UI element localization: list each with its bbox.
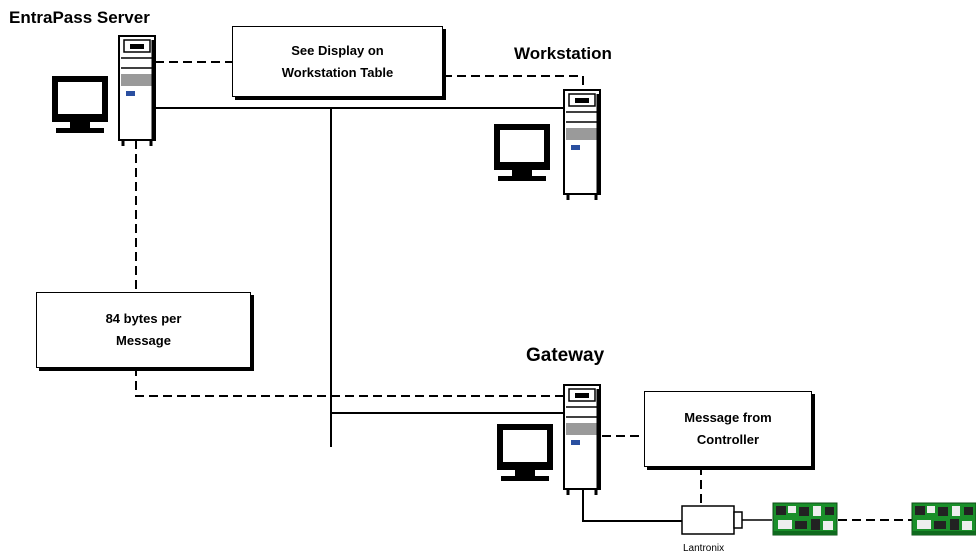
- workstation-monitor-icon: [494, 124, 550, 181]
- server-tower-icon: [117, 34, 157, 148]
- gateway-label: Gateway: [526, 345, 605, 366]
- message-size-box: 84 bytes per Message: [36, 292, 251, 368]
- network-links: [155, 107, 686, 522]
- lantronix-label: Lantronix: [683, 543, 725, 554]
- display-info-text: See Display on Workstation Table: [281, 42, 394, 80]
- controller-board-icon: [772, 502, 838, 536]
- lantronix-adapter-icon: [681, 505, 772, 535]
- display-info-box: See Display on Workstation Table: [232, 26, 443, 97]
- controller-message-box: Message from Controller: [644, 391, 812, 467]
- gateway-monitor-icon: [497, 424, 553, 481]
- dashed-links: [135, 61, 912, 521]
- message-size-text: 84 bytes per Message: [105, 311, 182, 348]
- server-monitor-icon: [52, 76, 108, 133]
- workstation-tower-icon: [562, 88, 602, 202]
- workstation-label: Workstation: [514, 44, 612, 63]
- controller-message-text: Message from Controller: [684, 410, 772, 447]
- server-label: EntraPass Server: [9, 8, 150, 27]
- controller-board-icon-2: [911, 502, 976, 536]
- gateway-tower-icon: [562, 383, 602, 497]
